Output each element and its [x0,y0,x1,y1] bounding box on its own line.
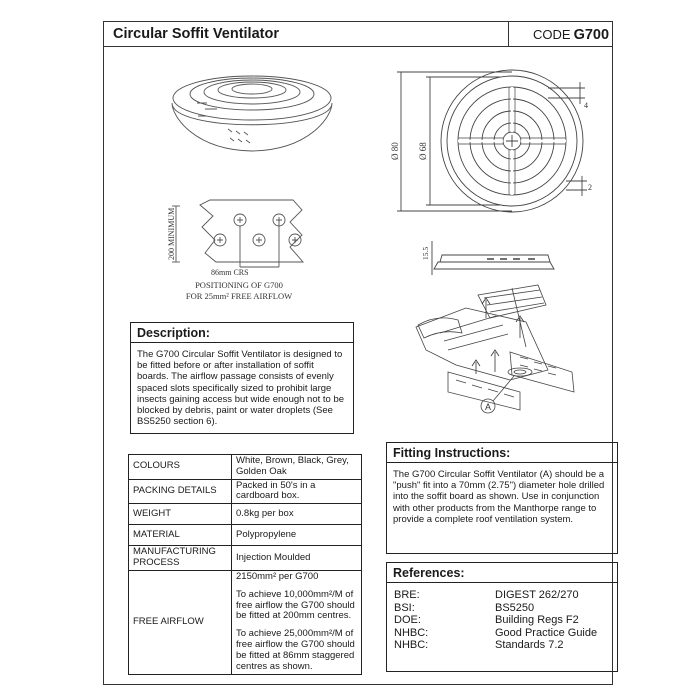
reference-key: BSI: [394,601,415,614]
dimension-4-label: 4 [584,101,588,110]
reference-value: BS5250 [495,601,535,614]
description-text: The G700 Circular Soffit Ventilator is d… [137,349,345,428]
page-title: Circular Soffit Ventilator [104,22,509,46]
diameter-80-label: Ø 80 [390,142,400,160]
positioning-caption-2: FOR 25mm² FREE AIRFLOW [186,291,292,301]
crs-label: 86mm CRS [211,268,249,277]
colours-label: COLOURS [128,454,232,480]
reference-value: Good Practice Guide [495,626,598,639]
references-heading: References: [387,563,617,583]
airflow-label: FREE AIRFLOW [128,569,232,675]
table-row: BRE: DIGEST 262/270 [394,589,597,602]
table-row: COLOURS White, Brown, Black, Grey, Golde… [128,454,362,480]
specifications-table: COLOURS White, Brown, Black, Grey, Golde… [128,454,362,675]
table-row: PACKING DETAILS Packed in 50's in a card… [128,478,362,505]
diameter-68-label: Ø 68 [418,142,428,160]
weight-value: 0.8kg per box [231,503,362,526]
side-view [431,241,555,275]
dimension-2-label: 2 [588,183,592,192]
positioning-diagram [172,199,304,268]
packing-label: PACKING DETAILS [128,478,232,505]
table-row: MATERIAL Polypropylene [128,524,362,547]
airflow-line-1: 2150mm² per G700 [236,571,319,583]
reference-key: NHBC: [394,626,429,639]
colours-value: White, Brown, Black, Grey, Golden Oak [231,454,362,480]
table-row: DOE: Building Regs F2 [394,614,597,627]
positioning-caption-1: POSITIONING OF G700 [195,280,283,290]
code-label: CODE [533,27,571,42]
perspective-view [171,75,333,152]
table-row: FREE AIRFLOW 2150mm² per G700 To achieve… [128,569,362,675]
fitting-instructions-box: Fitting Instructions: The G700 Circular … [386,442,618,554]
reference-value: Building Regs F2 [495,614,579,627]
reference-key: DOE: [394,614,421,627]
airflow-value: 2150mm² per G700 To achieve 10,000mm²/M … [231,569,362,675]
installation-illustration [415,284,575,414]
manufacturing-value: Injection Moulded [231,545,362,571]
callout-a-label: A [485,402,491,412]
fitting-text: The G700 Circular Soffit Ventilator (A) … [393,469,605,525]
reference-value: DIGEST 262/270 [495,589,579,601]
manufacturing-label: MANUFACTURING PROCESS [128,545,232,571]
packing-value: Packed in 50's in a cardboard box. [231,478,362,505]
description-heading: Description: [131,323,353,343]
airflow-paragraph-1: To achieve 10,000mm²/M of free airflow t… [236,588,355,622]
reference-key: NHBC: [394,639,429,652]
references-box: References: BRE: DIGEST 262/270 BSI: BS525… [386,562,618,672]
description-box: Description: The G700 Circular Soffit Ve… [130,322,354,434]
reference-value: Standards 7.2 [495,639,564,652]
material-label: MATERIAL [128,524,232,547]
table-row: BSI: BS5250 [394,602,597,615]
code-value: G700 [573,27,610,43]
table-row: NHBC: Good Practice Guide [394,627,597,640]
weight-label: WEIGHT [128,503,232,526]
table-row: WEIGHT 0.8kg per box [128,503,362,526]
reference-key: BRE: [394,589,420,601]
material-value: Polypropylene [231,524,362,547]
dimension-15-5-label: 15.5 [421,247,430,260]
table-row: MANUFACTURING PROCESS Injection Moulded [128,545,362,571]
table-row: NHBC: Standards 7.2 [394,639,597,652]
references-table: BRE: DIGEST 262/270 BSI: BS5250 DOE: Buildi… [394,589,597,652]
minimum-label: 200 MINIMUM [167,208,176,260]
plan-view [397,69,587,213]
airflow-paragraph-2: To achieve 25,000mm²/M of free airflow t… [236,628,355,672]
fitting-heading: Fitting Instructions: [387,443,617,463]
